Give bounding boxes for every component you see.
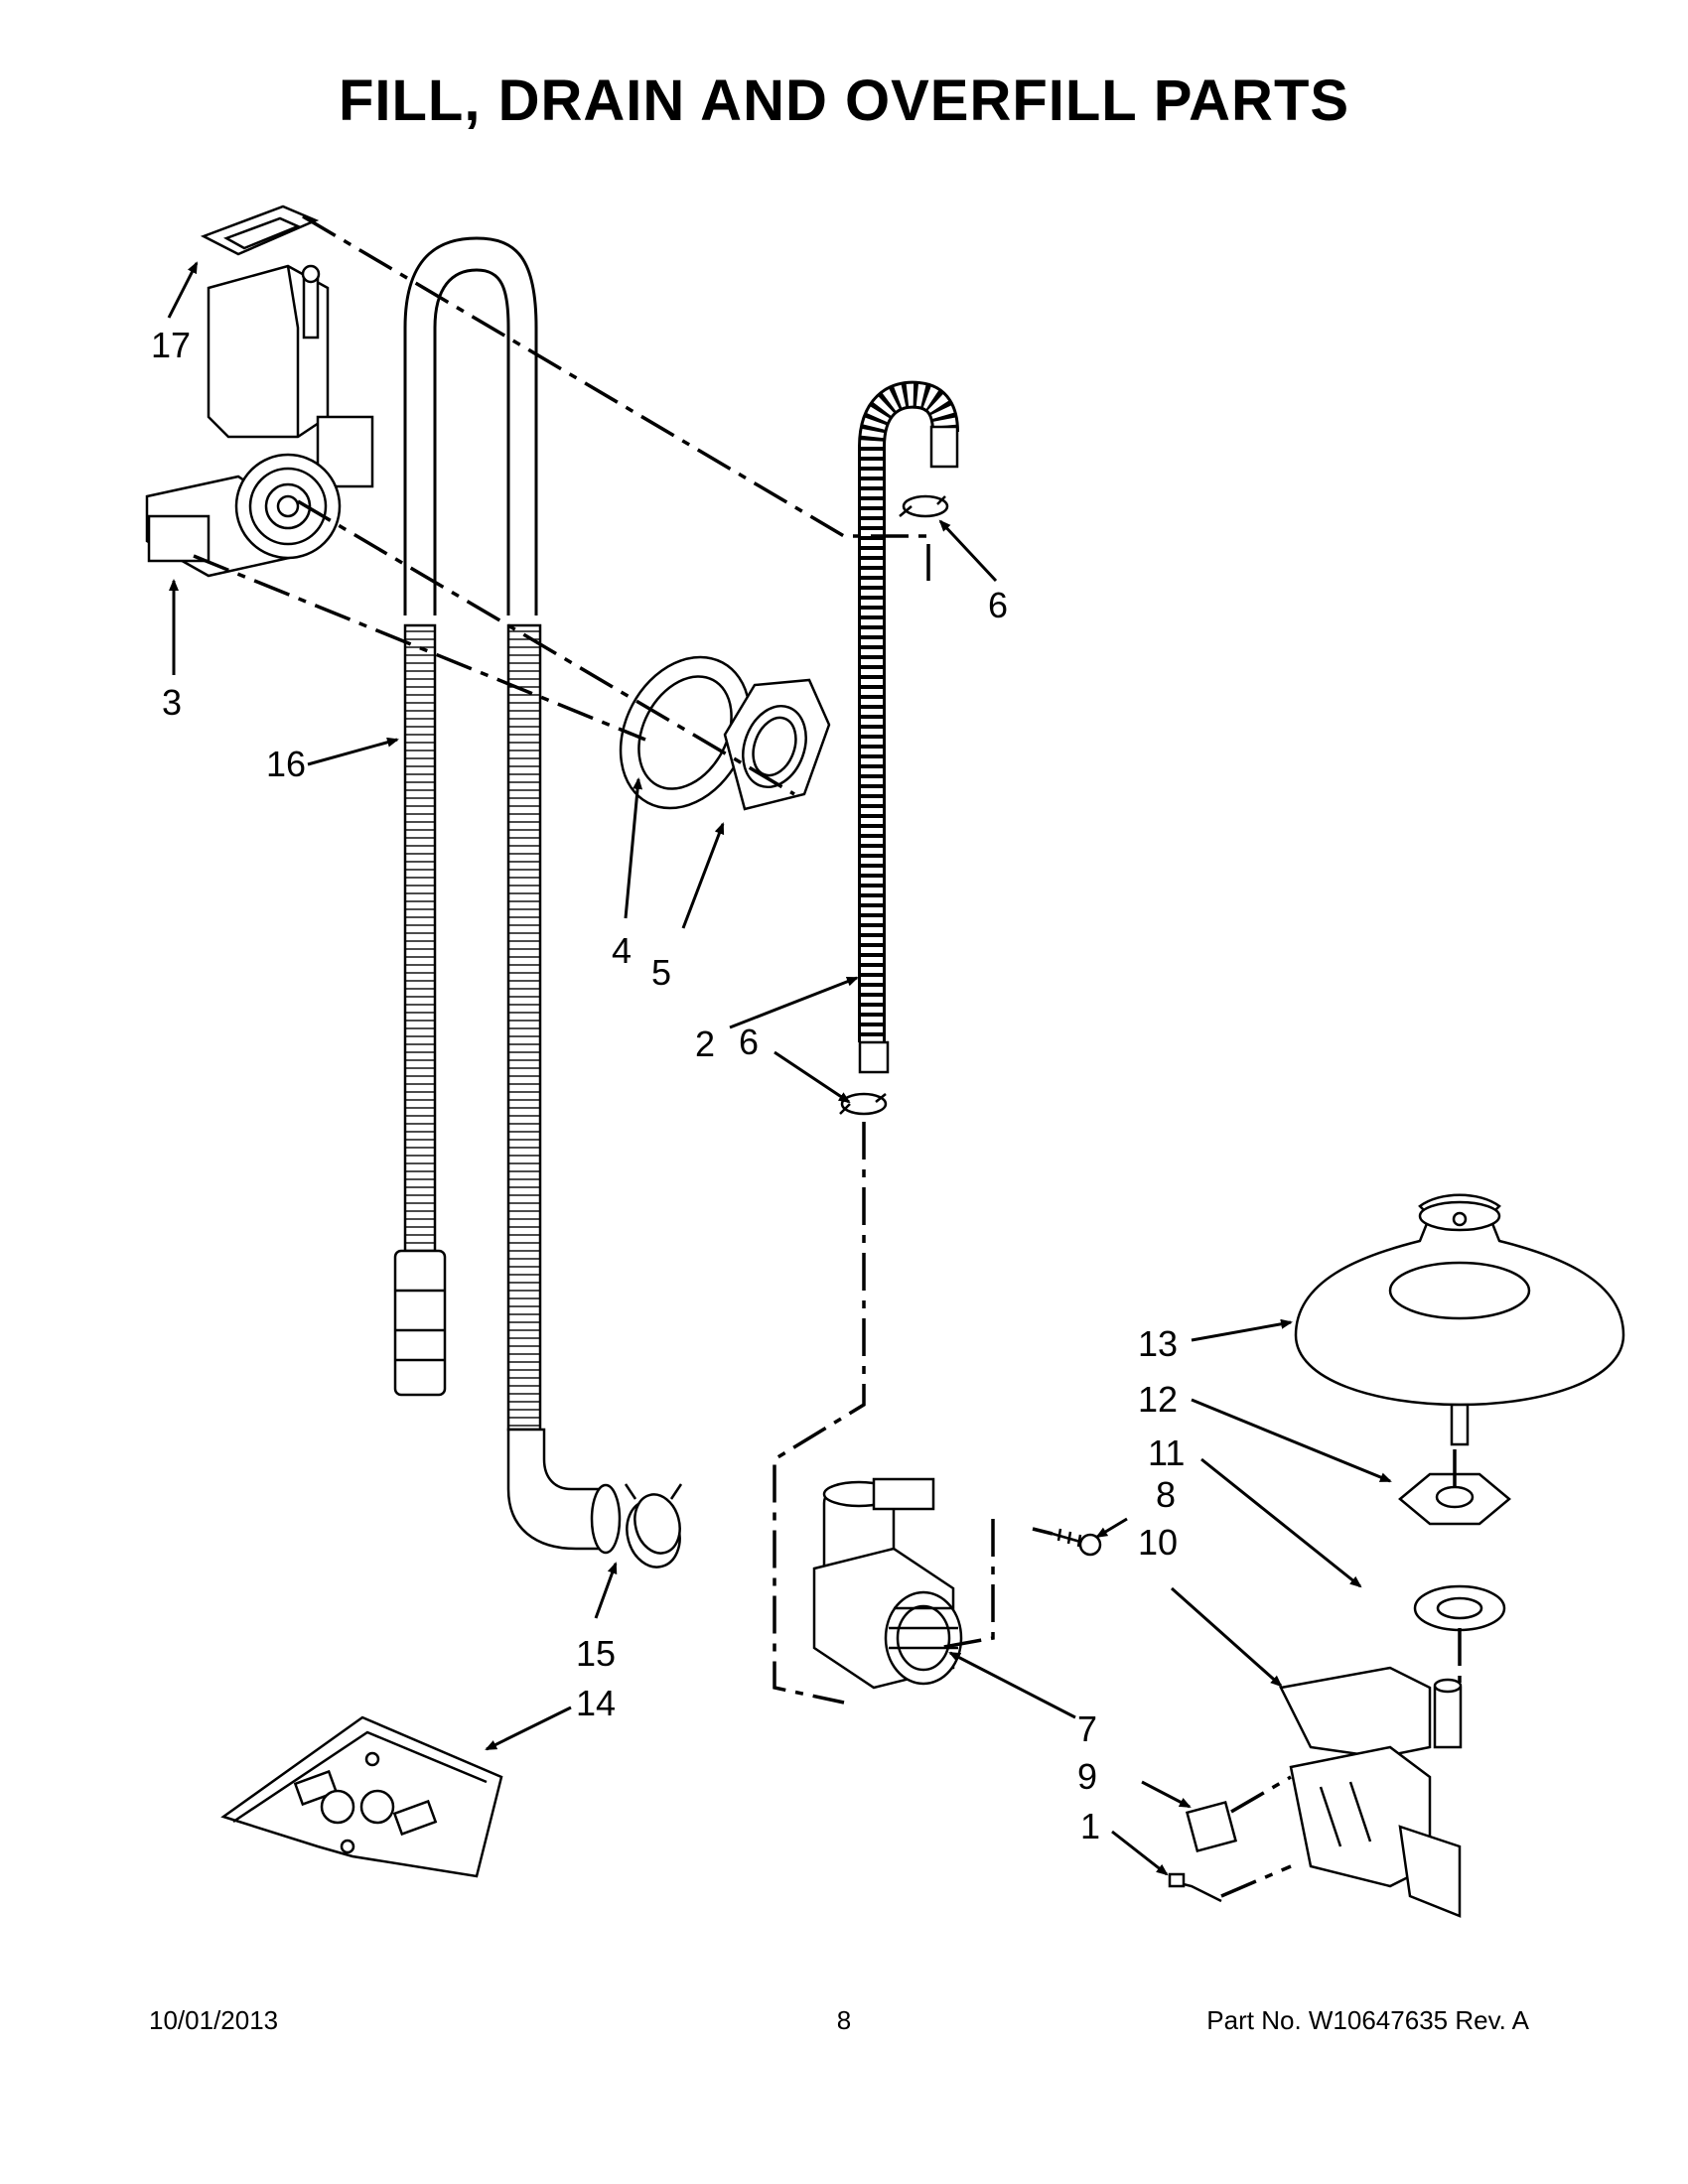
callout-2: 2 — [695, 1024, 715, 1064]
part-2-fill-hose — [858, 380, 959, 1074]
part-5-nut — [723, 678, 831, 811]
callout-5: 5 — [651, 952, 671, 993]
part-13-float — [1294, 1193, 1625, 1446]
callout-6-lower: 6 — [739, 1022, 759, 1062]
callout-13: 13 — [1138, 1323, 1178, 1364]
callout-10: 10 — [1138, 1522, 1178, 1563]
callout-16: 16 — [266, 744, 306, 784]
callout-11: 11 — [1148, 1433, 1185, 1473]
part-11-float-gasket — [1413, 1584, 1506, 1632]
callout-9: 9 — [1077, 1756, 1097, 1797]
part-14-parts-bag — [220, 1715, 503, 1878]
footer-page-number: 8 — [836, 2005, 852, 2035]
footer-part-number: Part No. W10647635 Rev. A — [1206, 2005, 1529, 2035]
part-9-overfill-switch — [1185, 1800, 1238, 1853]
callout-labels: 17 3 16 4 5 2 6 6 13 12 11 8 10 15 14 7 … — [151, 325, 1185, 1846]
callout-12: 12 — [1138, 1379, 1178, 1420]
callout-14: 14 — [576, 1683, 616, 1723]
part-8-screw — [1052, 1528, 1102, 1557]
part-6-hose-clamp-upper — [899, 494, 949, 518]
part-12-float-nut — [1398, 1472, 1511, 1526]
assembly-guide-lines — [193, 214, 1462, 1898]
part-16-drain-hose — [393, 236, 622, 1555]
callout-8: 8 — [1156, 1474, 1176, 1515]
callout-7: 7 — [1077, 1708, 1097, 1749]
part-15-hose-clamp — [624, 1483, 683, 1569]
callout-17: 17 — [151, 325, 191, 365]
part-6-hose-clamp-lower — [839, 1092, 888, 1116]
part-3-vent-assembly — [145, 264, 374, 578]
part-17-vent-cover — [200, 205, 320, 256]
page-title: FILL, DRAIN AND OVERFILL PARTS — [338, 68, 1350, 133]
footer-date: 10/01/2013 — [149, 2005, 279, 2035]
callout-3: 3 — [162, 682, 182, 723]
callout-15: 15 — [576, 1633, 616, 1674]
callout-6-upper: 6 — [988, 585, 1008, 625]
leader-arrows — [167, 261, 1392, 1876]
callout-4: 4 — [612, 930, 632, 971]
part-7-water-inlet-valve — [812, 1477, 963, 1690]
part-1-wire-harness — [1168, 1872, 1222, 1903]
callout-1: 1 — [1080, 1806, 1100, 1846]
part-10-float-switch-bracket — [1279, 1666, 1463, 1918]
